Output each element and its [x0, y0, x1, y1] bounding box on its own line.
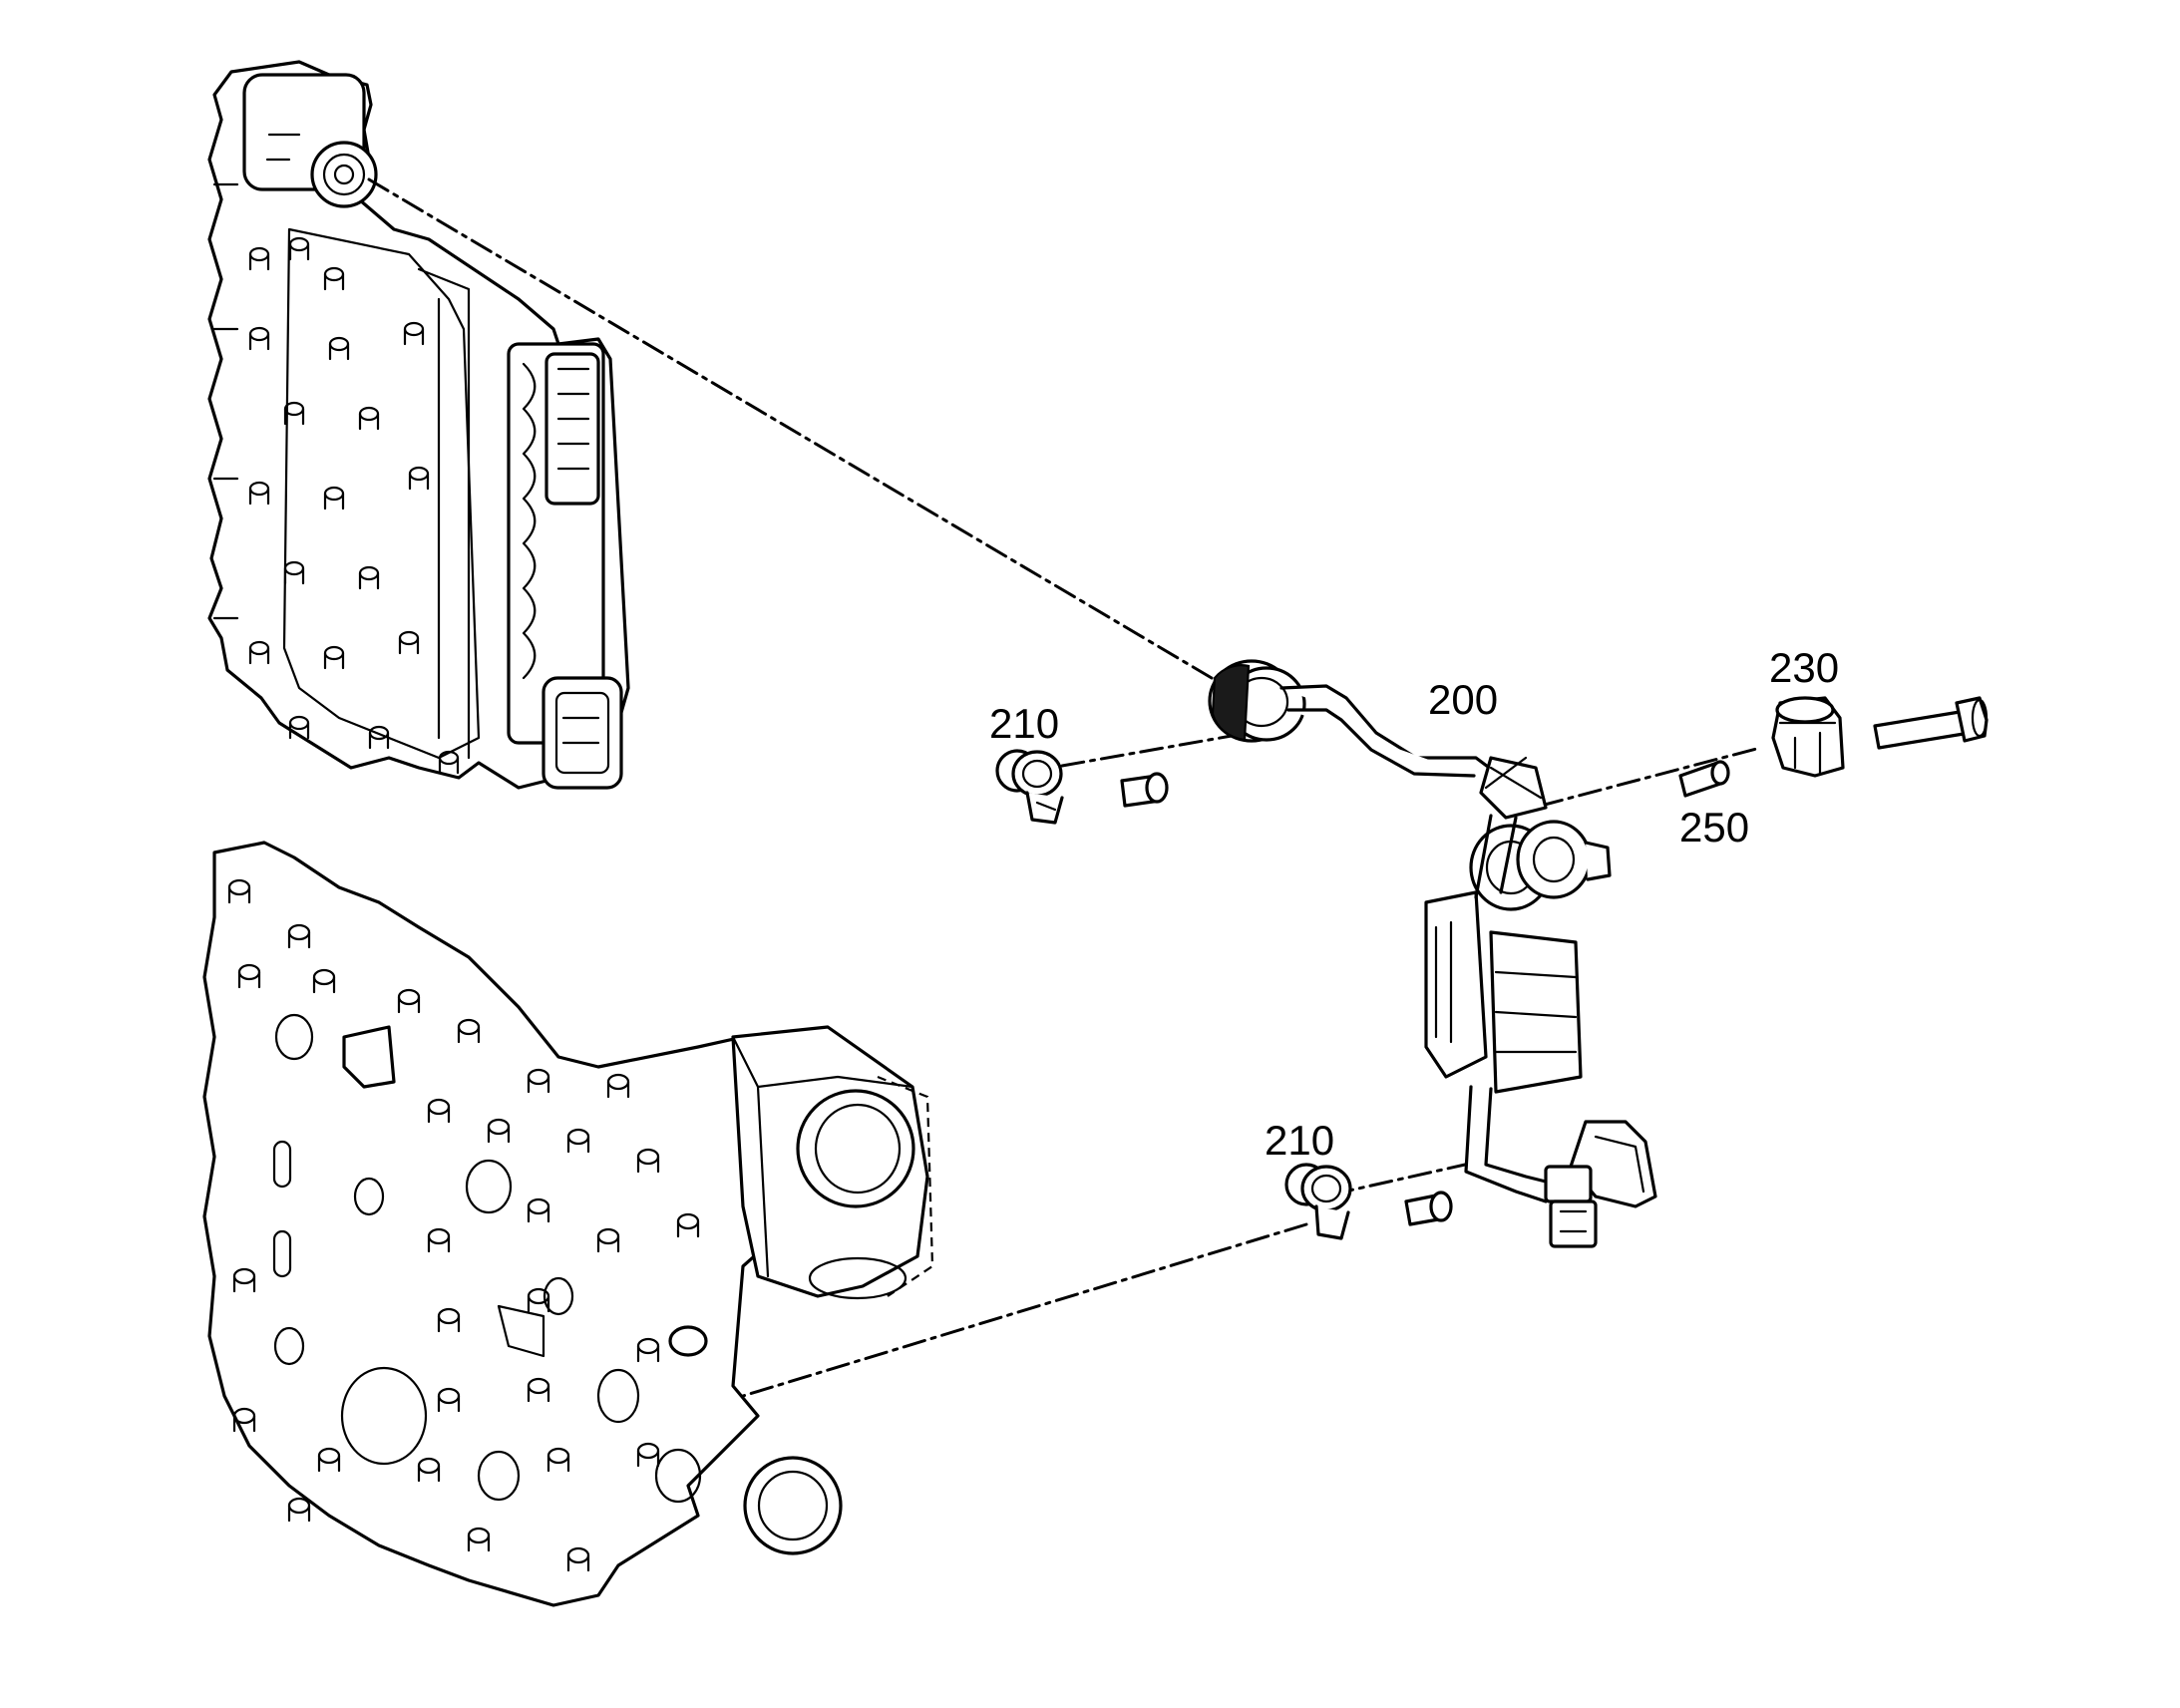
screw-210-bottom	[1404, 1191, 1453, 1226]
wiring-harness-200	[1208, 659, 1657, 1248]
screw-210-top	[1120, 772, 1169, 808]
callout-200: 200	[1428, 676, 1498, 723]
callout-230: 230	[1769, 644, 1839, 691]
callout-210-bottom: 210	[1265, 1117, 1334, 1164]
clip-holder-230	[1771, 696, 1845, 778]
assembly-lines	[367, 177, 1762, 1398]
plug-seal-210-bottom	[1284, 1163, 1352, 1240]
bolt	[1873, 696, 1989, 750]
callout-250: 250	[1679, 804, 1749, 851]
plug-seal-210-top	[995, 749, 1064, 825]
callout-210-top: 210	[989, 700, 1059, 747]
valve-body-plate	[207, 60, 630, 790]
housing-cover-plate	[202, 841, 934, 1607]
spacer-sleeve-250	[1678, 760, 1730, 798]
